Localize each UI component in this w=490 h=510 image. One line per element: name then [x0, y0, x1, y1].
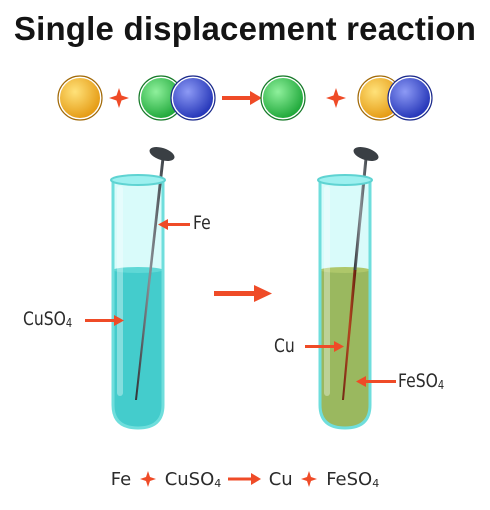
equation-fe: Fe [110, 468, 132, 490]
molecule-green-blue [138, 75, 216, 121]
pointer-arrow-cu [305, 341, 344, 352]
label-cu: Cu [274, 335, 295, 357]
word-equation: Fe CuSO4 Cu FeSO4 [0, 468, 490, 490]
plus-sign [139, 471, 156, 487]
plus-sign [326, 88, 346, 108]
equation-cuso4: CuSO4 [164, 468, 222, 490]
copper-coated-nail [342, 147, 379, 400]
test-tube-left [110, 147, 175, 430]
iron-sulfate-solution [320, 270, 370, 428]
pointer-arrow-feso4 [356, 376, 396, 387]
atom-yellow [57, 75, 103, 121]
atom-green [260, 75, 306, 121]
label-fe: Fe [193, 212, 211, 234]
pointer-arrow-fe [158, 219, 190, 230]
copper-sulfate-solution [113, 270, 163, 428]
diagram-title: Single displacement reaction [13, 10, 477, 47]
reaction-arrow-large [214, 285, 272, 302]
iron-nail [135, 147, 175, 400]
pointer-arrow-cuso4 [85, 315, 124, 326]
atom-equation-row [57, 75, 433, 121]
plus-sign [109, 88, 129, 108]
molecule-yellow-blue [357, 75, 433, 121]
test-tube-right [317, 147, 379, 430]
reaction-arrow-small [222, 91, 262, 105]
equation-feso4: FeSO4 [326, 468, 380, 490]
label-cuso4: CuSO4 [23, 308, 73, 330]
label-feso4: FeSO4 [398, 370, 445, 392]
equation-cu: Cu [268, 468, 293, 490]
plus-sign [301, 471, 318, 487]
equation-arrow [228, 473, 261, 485]
